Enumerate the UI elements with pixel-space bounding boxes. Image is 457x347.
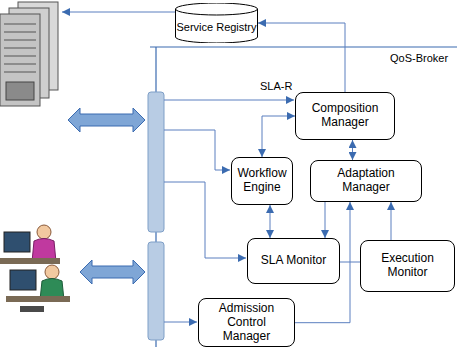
process-box: SLA Monitor (247, 238, 340, 284)
interface-bar (148, 242, 164, 340)
connector (340, 262, 360, 263)
registry-link (62, 12, 175, 13)
region-label: QoS-Broker (388, 52, 450, 64)
node-text: Adaptation Manager (316, 167, 416, 195)
process-box: Execution Monitor (360, 240, 455, 292)
connector (352, 140, 353, 160)
node-text: Admission Control Manager (204, 302, 289, 343)
connector (262, 116, 295, 157)
server-illustration (0, 2, 58, 106)
interface-bar (148, 92, 164, 232)
process-box: Adaptation Manager (310, 160, 422, 202)
user-illustration (0, 225, 70, 312)
node-text: SLA Monitor (261, 254, 326, 268)
node-text: Composition Manager (301, 102, 389, 130)
registry-cylinder: Service Registry (175, 3, 258, 43)
process-box: Composition Manager (295, 92, 395, 140)
connector (258, 23, 345, 92)
double-arrow (68, 108, 145, 132)
double-arrow (80, 260, 145, 284)
node-text: Service Registry (176, 13, 256, 34)
broker-outline (150, 46, 457, 47)
bar-links (164, 100, 294, 322)
node-text: Execution Monitor (366, 252, 449, 280)
connector (391, 202, 392, 240)
connector (270, 205, 271, 238)
process-box: Workflow Engine (231, 157, 293, 205)
connector (325, 202, 326, 238)
node-text: Workflow Engine (237, 167, 287, 195)
process-box: Admission Control Manager (198, 298, 295, 347)
link-label: SLA-R (258, 80, 294, 92)
